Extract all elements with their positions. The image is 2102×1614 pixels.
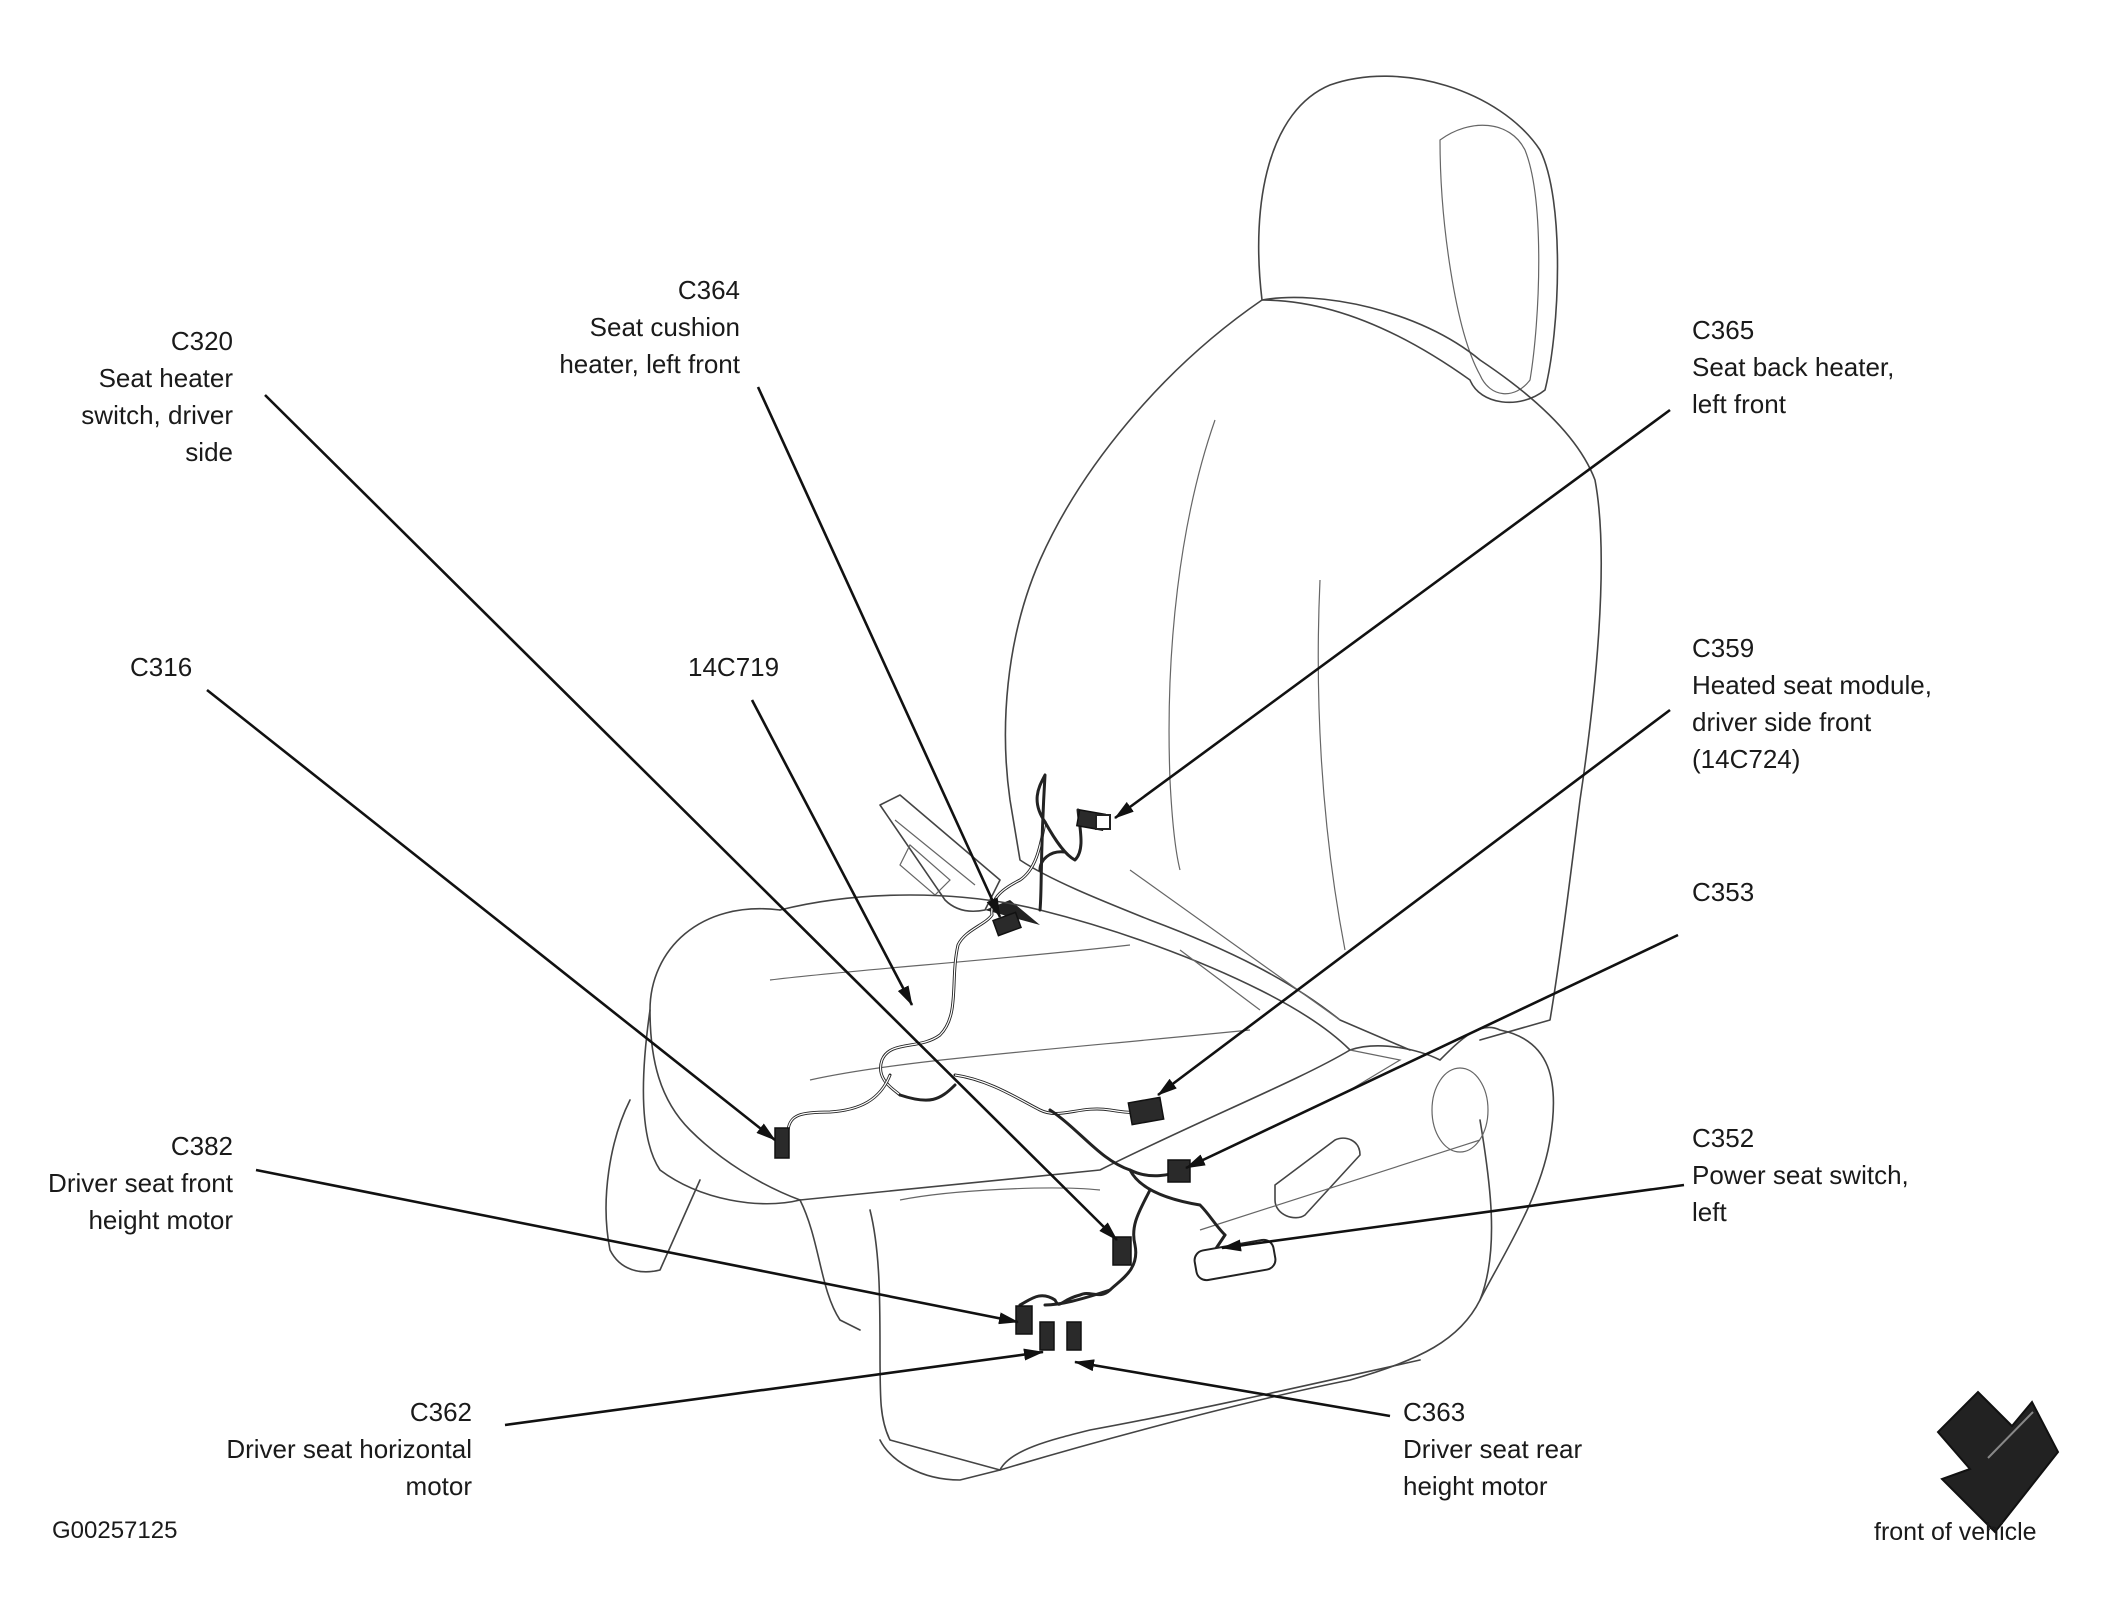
label-c320: C320 Seat heater switch, driver side (40, 323, 233, 471)
connector-id: C359 (1692, 633, 1755, 663)
connector-description: motor (405, 1471, 472, 1501)
connector-description: height motor (88, 1205, 233, 1235)
connectors (774, 808, 1277, 1351)
leader-c359 (1157, 708, 1671, 1097)
leader-c362 (504, 1348, 1044, 1427)
leader-c364 (756, 386, 1002, 918)
connector-description: (14C724) (1692, 744, 1801, 774)
connector-id: C362 (409, 1397, 472, 1427)
connector-c359 (1127, 1096, 1165, 1126)
connector-id: C316 (130, 652, 193, 682)
connector-description: heater, left front (559, 349, 740, 379)
wiring-harness (786, 773, 1227, 1307)
leader-c363 (1074, 1359, 1391, 1418)
connector-id: C353 (1692, 877, 1755, 907)
connector-description: Seat heater (98, 363, 233, 393)
connector-c352 (1193, 1238, 1277, 1282)
connector-c362 (1039, 1321, 1055, 1351)
leader-lines (206, 386, 1685, 1427)
front-of-vehicle-arrow-icon (1936, 1390, 2060, 1534)
recline-lever (1274, 1137, 1361, 1219)
connector-description: Seat cushion (589, 312, 740, 342)
label-c352: C352 Power seat switch, left (1692, 1120, 1992, 1231)
connector-id: C365 (1692, 315, 1755, 345)
seat-cushion (649, 907, 1351, 1201)
connector-description: Driver seat horizontal (226, 1434, 472, 1464)
leader-c352 (1221, 1183, 1685, 1252)
connector-description: side (185, 437, 233, 467)
leader-c320 (264, 394, 1118, 1241)
label-c364: C364 Seat cushion heater, left front (500, 272, 740, 383)
connector-c353 (1167, 1159, 1191, 1183)
label-c363: C363 Driver seat rear height motor (1403, 1394, 1663, 1505)
connector-description: Power seat switch, (1692, 1160, 1909, 1190)
label-c353: C353 (1692, 874, 1754, 911)
connector-c382 (1015, 1305, 1033, 1335)
leader-14c719 (750, 699, 914, 1006)
label-c362: C362 Driver seat horizontal motor (160, 1394, 472, 1505)
connector-description: switch, driver (81, 400, 233, 430)
connector-id: C363 (1403, 1397, 1466, 1427)
leader-c316 (206, 688, 776, 1142)
backrest (1004, 296, 1602, 1051)
label-c316: C316 (130, 649, 192, 686)
connector-description: Driver seat front (48, 1168, 233, 1198)
label-c382: C382 Driver seat front height motor (0, 1128, 233, 1239)
seatbelt-buckle (879, 794, 1001, 913)
leader-c353 (1185, 933, 1679, 1170)
connector-c363 (1066, 1321, 1082, 1351)
label-c365: C365 Seat back heater, left front (1692, 312, 1992, 423)
connector-c316 (774, 1127, 790, 1159)
headrest (1257, 75, 1559, 404)
label-c359: C359 Heated seat module, driver side fro… (1692, 630, 2022, 778)
connector-description: height motor (1403, 1471, 1548, 1501)
connector-id: C320 (170, 326, 233, 356)
seat-outline (605, 75, 1602, 1481)
connector-id: C352 (1692, 1123, 1755, 1153)
connector-description: driver side front (1692, 707, 1872, 737)
connector-c364 (992, 911, 1022, 937)
front-of-vehicle-text: front of vehicle (1874, 1518, 2037, 1546)
figure-id-text: G00257125 (52, 1517, 178, 1544)
connector-id: C382 (170, 1131, 233, 1161)
connector-description: Driver seat rear (1403, 1434, 1583, 1464)
connector-id: C364 (677, 275, 740, 305)
connector-description: Heated seat module, (1692, 670, 1932, 700)
seat-base (869, 1119, 1493, 1471)
front-of-vehicle-label: front of vehicle (1874, 1514, 2037, 1551)
part-number: 14C719 (688, 652, 780, 682)
connector-c320 (1112, 1236, 1132, 1266)
label-14c719: 14C719 (688, 649, 779, 686)
leader-c382 (255, 1168, 1019, 1325)
leader-c365 (1114, 408, 1671, 820)
connector-description: Seat back heater, (1692, 352, 1895, 382)
figure-id: G00257125 (52, 1512, 177, 1549)
connector-description: left front (1692, 389, 1786, 419)
connector-description: left (1692, 1197, 1727, 1227)
